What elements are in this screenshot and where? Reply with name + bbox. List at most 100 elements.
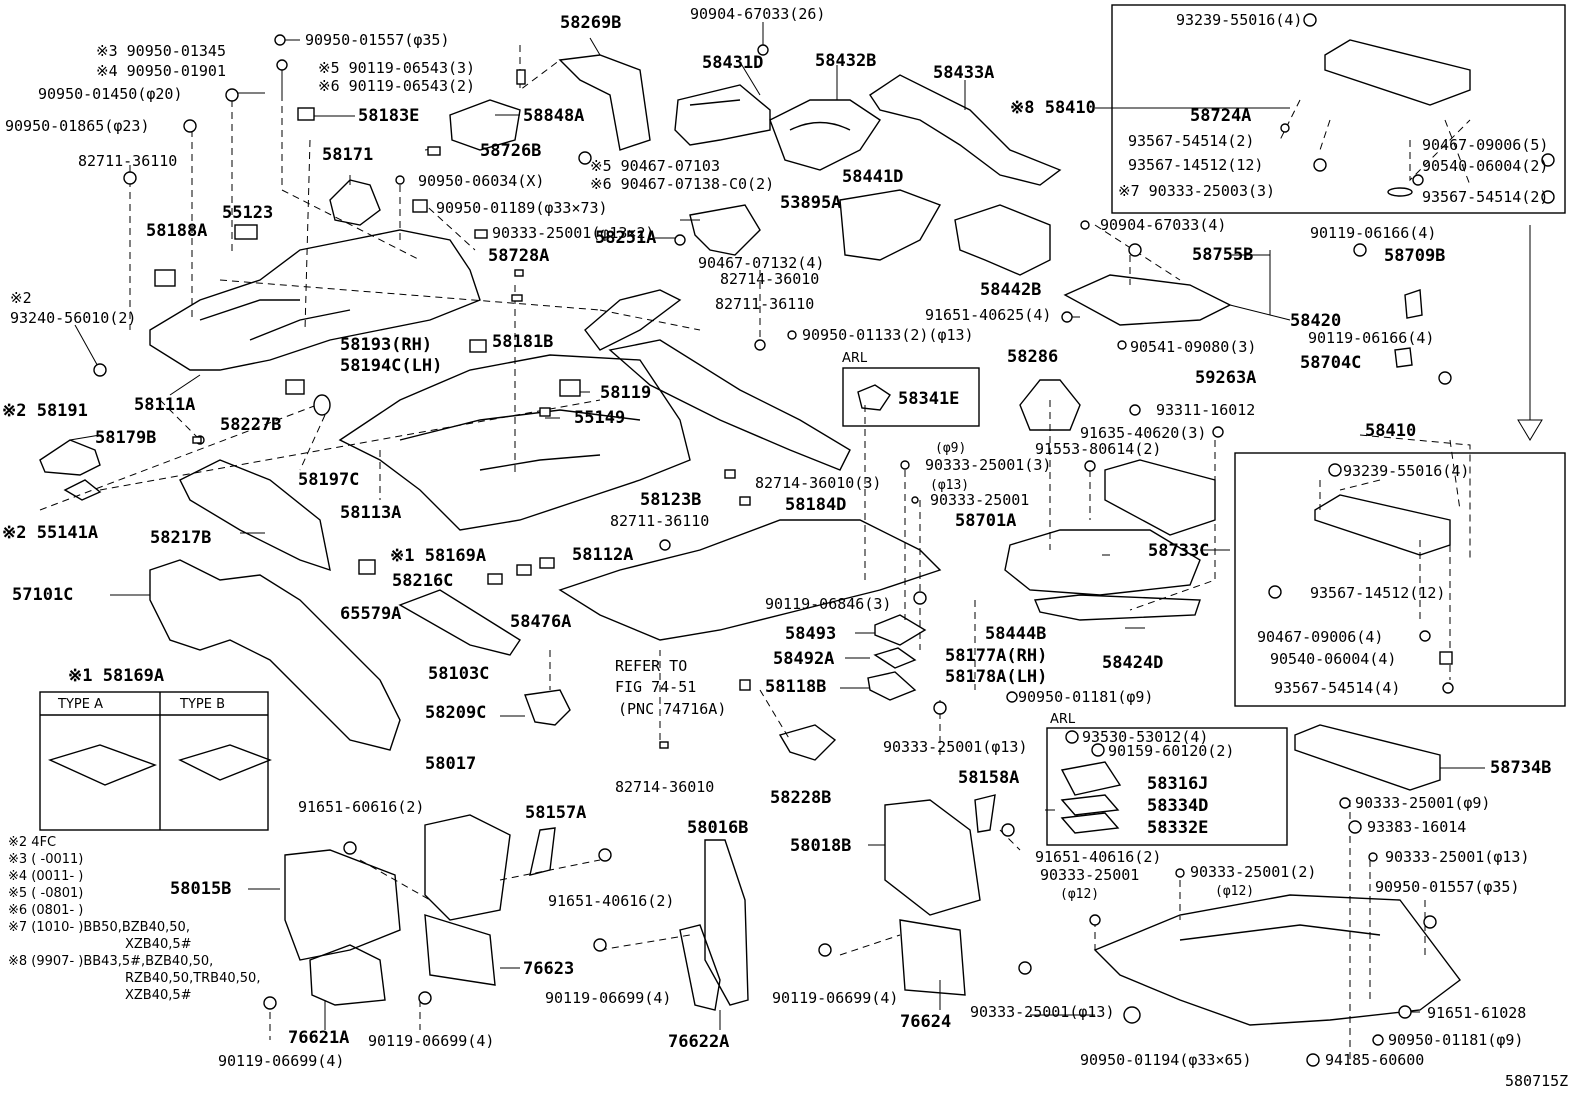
label-58442b: 58442B bbox=[980, 280, 1041, 300]
label-58111a: 58111A bbox=[134, 395, 195, 415]
label-58269b: 58269B bbox=[560, 13, 621, 33]
label-90333-25001-13-a: 90333-25001(φ13) bbox=[883, 738, 1028, 756]
label-90333-25001-13-c: 90333-25001(φ13) bbox=[970, 1003, 1115, 1021]
label-82711-36110-c: 82711-36110 bbox=[610, 512, 709, 530]
part-58332e bbox=[1060, 812, 1120, 834]
label-58194c-lh: 58194C(LH) bbox=[340, 356, 442, 376]
part-58420 bbox=[1063, 274, 1232, 326]
part-58251a bbox=[584, 289, 682, 351]
label-58441d: 58441D bbox=[842, 167, 903, 187]
label-90467-07132: 90467-07132(4) bbox=[698, 254, 824, 272]
part-58118b bbox=[867, 671, 917, 701]
part-58410-top bbox=[1324, 39, 1471, 106]
label-58118b: 58118B bbox=[765, 677, 826, 697]
label-90119-06699-d: 90119-06699(4) bbox=[218, 1052, 344, 1070]
label-58178a-lh: 58178A(LH) bbox=[945, 667, 1047, 687]
label-58227b: 58227B bbox=[220, 415, 281, 435]
box-arl-58316j bbox=[1046, 727, 1288, 846]
note-8: ※8 (9907- )BB43,5#,BZB40,50, bbox=[8, 954, 213, 969]
leader-lines bbox=[69, 22, 1543, 1030]
part-58112a bbox=[558, 519, 942, 641]
label-58171: 58171 bbox=[322, 145, 373, 165]
label-90333-25001-2: 90333-25001(2) bbox=[1190, 863, 1316, 881]
part-58113a bbox=[338, 354, 691, 531]
label-90333-25001-9: 90333-25001(φ9) bbox=[1355, 794, 1490, 812]
label-90950-01133: 90950-01133(2)(φ13) bbox=[802, 326, 974, 344]
label-58728a: 58728A bbox=[488, 246, 549, 266]
label-58492a: 58492A bbox=[773, 649, 834, 669]
label-type-a: TYPE A bbox=[57, 697, 103, 712]
label-58103c: 58103C bbox=[428, 664, 489, 684]
label-2-55141a: ※2 55141A bbox=[2, 523, 98, 543]
label-90333-25001-3: 90333-25001(3) bbox=[925, 456, 1051, 474]
label-57101c: 57101C bbox=[12, 585, 73, 605]
label-note-2-a: ※2 bbox=[10, 289, 32, 307]
label-58709b: 58709B bbox=[1384, 246, 1445, 266]
label-59263a: 59263A bbox=[1195, 368, 1256, 388]
label-58181b: 58181B bbox=[492, 332, 553, 352]
label-58332e: 58332E bbox=[1147, 818, 1208, 838]
note-5: ※6 (0801- ) bbox=[8, 903, 83, 918]
label-93240-56010: 93240-56010(2) bbox=[10, 309, 136, 327]
label-90950-01189: 90950-01189(φ33×73) bbox=[436, 199, 608, 217]
note-3: ※4 (0011- ) bbox=[8, 869, 83, 884]
label-90467-07138: ※6 90467-07138-C0(2) bbox=[590, 175, 774, 193]
label-58123b: 58123B bbox=[640, 490, 701, 510]
part-58286 bbox=[1019, 379, 1081, 431]
part-58432b bbox=[769, 99, 881, 171]
label-90950-01345: ※3 90950-01345 bbox=[96, 42, 226, 60]
label-58316j: 58316J bbox=[1147, 774, 1208, 794]
part-58017 bbox=[424, 814, 511, 921]
label-58015b: 58015B bbox=[170, 879, 231, 899]
label-58209c: 58209C bbox=[425, 703, 486, 723]
label-58184d: 58184D bbox=[785, 495, 846, 515]
part-58701a bbox=[1004, 529, 1201, 596]
label-93567-54514-2-b: 93567-54514(2) bbox=[1422, 188, 1548, 206]
label-82711-36110-b: 82711-36110 bbox=[715, 295, 814, 313]
label-76622a: 76622A bbox=[668, 1032, 729, 1052]
note-9: RZB40,50,TRB40,50, bbox=[125, 971, 260, 986]
label-1-58169a-a: ※1 58169A bbox=[390, 546, 486, 566]
label-91651-61028: 91651-61028 bbox=[1427, 1004, 1526, 1022]
label-58216c: 58216C bbox=[392, 571, 453, 591]
label-90119-06166-4-a: 90119-06166(4) bbox=[1310, 224, 1436, 242]
label-55149: 55149 bbox=[574, 408, 625, 428]
label-type-b: TYPE B bbox=[179, 697, 225, 712]
label-58113a: 58113A bbox=[340, 503, 401, 523]
label-90333-25001-13-b: 90333-25001(φ13) bbox=[1385, 848, 1530, 866]
label-91651-40616-a: 91651-40616(2) bbox=[1035, 848, 1161, 866]
label-58286: 58286 bbox=[1007, 347, 1058, 367]
part-58111a bbox=[149, 229, 481, 371]
part-53895a bbox=[689, 204, 761, 256]
label-58755b: 58755B bbox=[1192, 245, 1253, 265]
label-58424d: 58424D bbox=[1102, 653, 1163, 673]
part-76622a bbox=[679, 924, 721, 1011]
label-90333-25001-b: 90333-25001 bbox=[930, 491, 1029, 509]
label-82714-36010-b: 82714-36010 bbox=[615, 778, 714, 796]
label-58724a: 58724A bbox=[1190, 106, 1251, 126]
part-76623 bbox=[424, 914, 496, 986]
boxes bbox=[39, 4, 1566, 846]
label-58341e: 58341E bbox=[898, 389, 959, 409]
label-58112a: 58112A bbox=[572, 545, 633, 565]
label-90540-06004-2: 90540-06004(2) bbox=[1422, 157, 1548, 175]
label-58197c: 58197C bbox=[298, 470, 359, 490]
label-91635-40620: 91635-40620(3) bbox=[1080, 424, 1206, 442]
label-90904-67033-26: 90904-67033(26) bbox=[690, 5, 825, 23]
part-57101c bbox=[149, 559, 401, 751]
label-93530-53012: 93530-53012(4) bbox=[1082, 728, 1208, 746]
label-58017: 58017 bbox=[425, 754, 476, 774]
part-58191 bbox=[39, 439, 101, 476]
part-58492a bbox=[873, 647, 917, 669]
label-58018b: 58018B bbox=[790, 836, 851, 856]
label-90333-25003: ※7 90333-25003(3) bbox=[1118, 182, 1275, 200]
label-91651-40625: 91651-40625(4) bbox=[925, 306, 1051, 324]
label-91651-40616-b: 91651-40616(2) bbox=[548, 892, 674, 910]
part-55141a bbox=[63, 479, 102, 501]
part-58341e bbox=[857, 384, 891, 411]
label-90119-06543-3: ※5 90119-06543(3) bbox=[318, 59, 475, 77]
label-arl-b: ARL bbox=[1050, 712, 1076, 727]
label-58433a: 58433A bbox=[933, 63, 994, 83]
label-58188a: 58188A bbox=[146, 221, 207, 241]
